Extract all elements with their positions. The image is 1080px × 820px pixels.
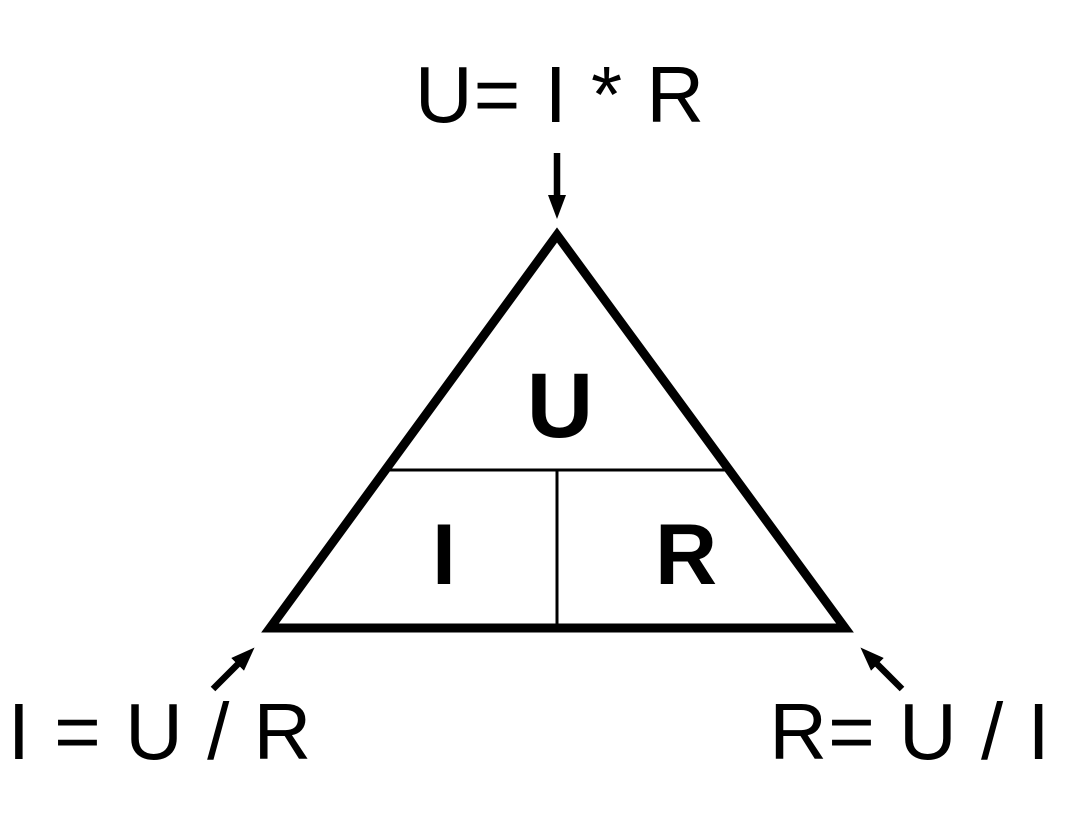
triangle-label-voltage: U <box>527 355 593 457</box>
arrow-up-left-icon <box>860 647 905 692</box>
triangle-label-current: I <box>432 507 456 603</box>
formula-voltage: U= I * R <box>415 50 705 139</box>
triangle-label-resistance: R <box>655 507 717 603</box>
formula-resistance: R= U / I <box>769 687 1050 776</box>
arrow-up-right-icon <box>210 647 255 692</box>
formula-current: I = U / R <box>8 687 313 776</box>
